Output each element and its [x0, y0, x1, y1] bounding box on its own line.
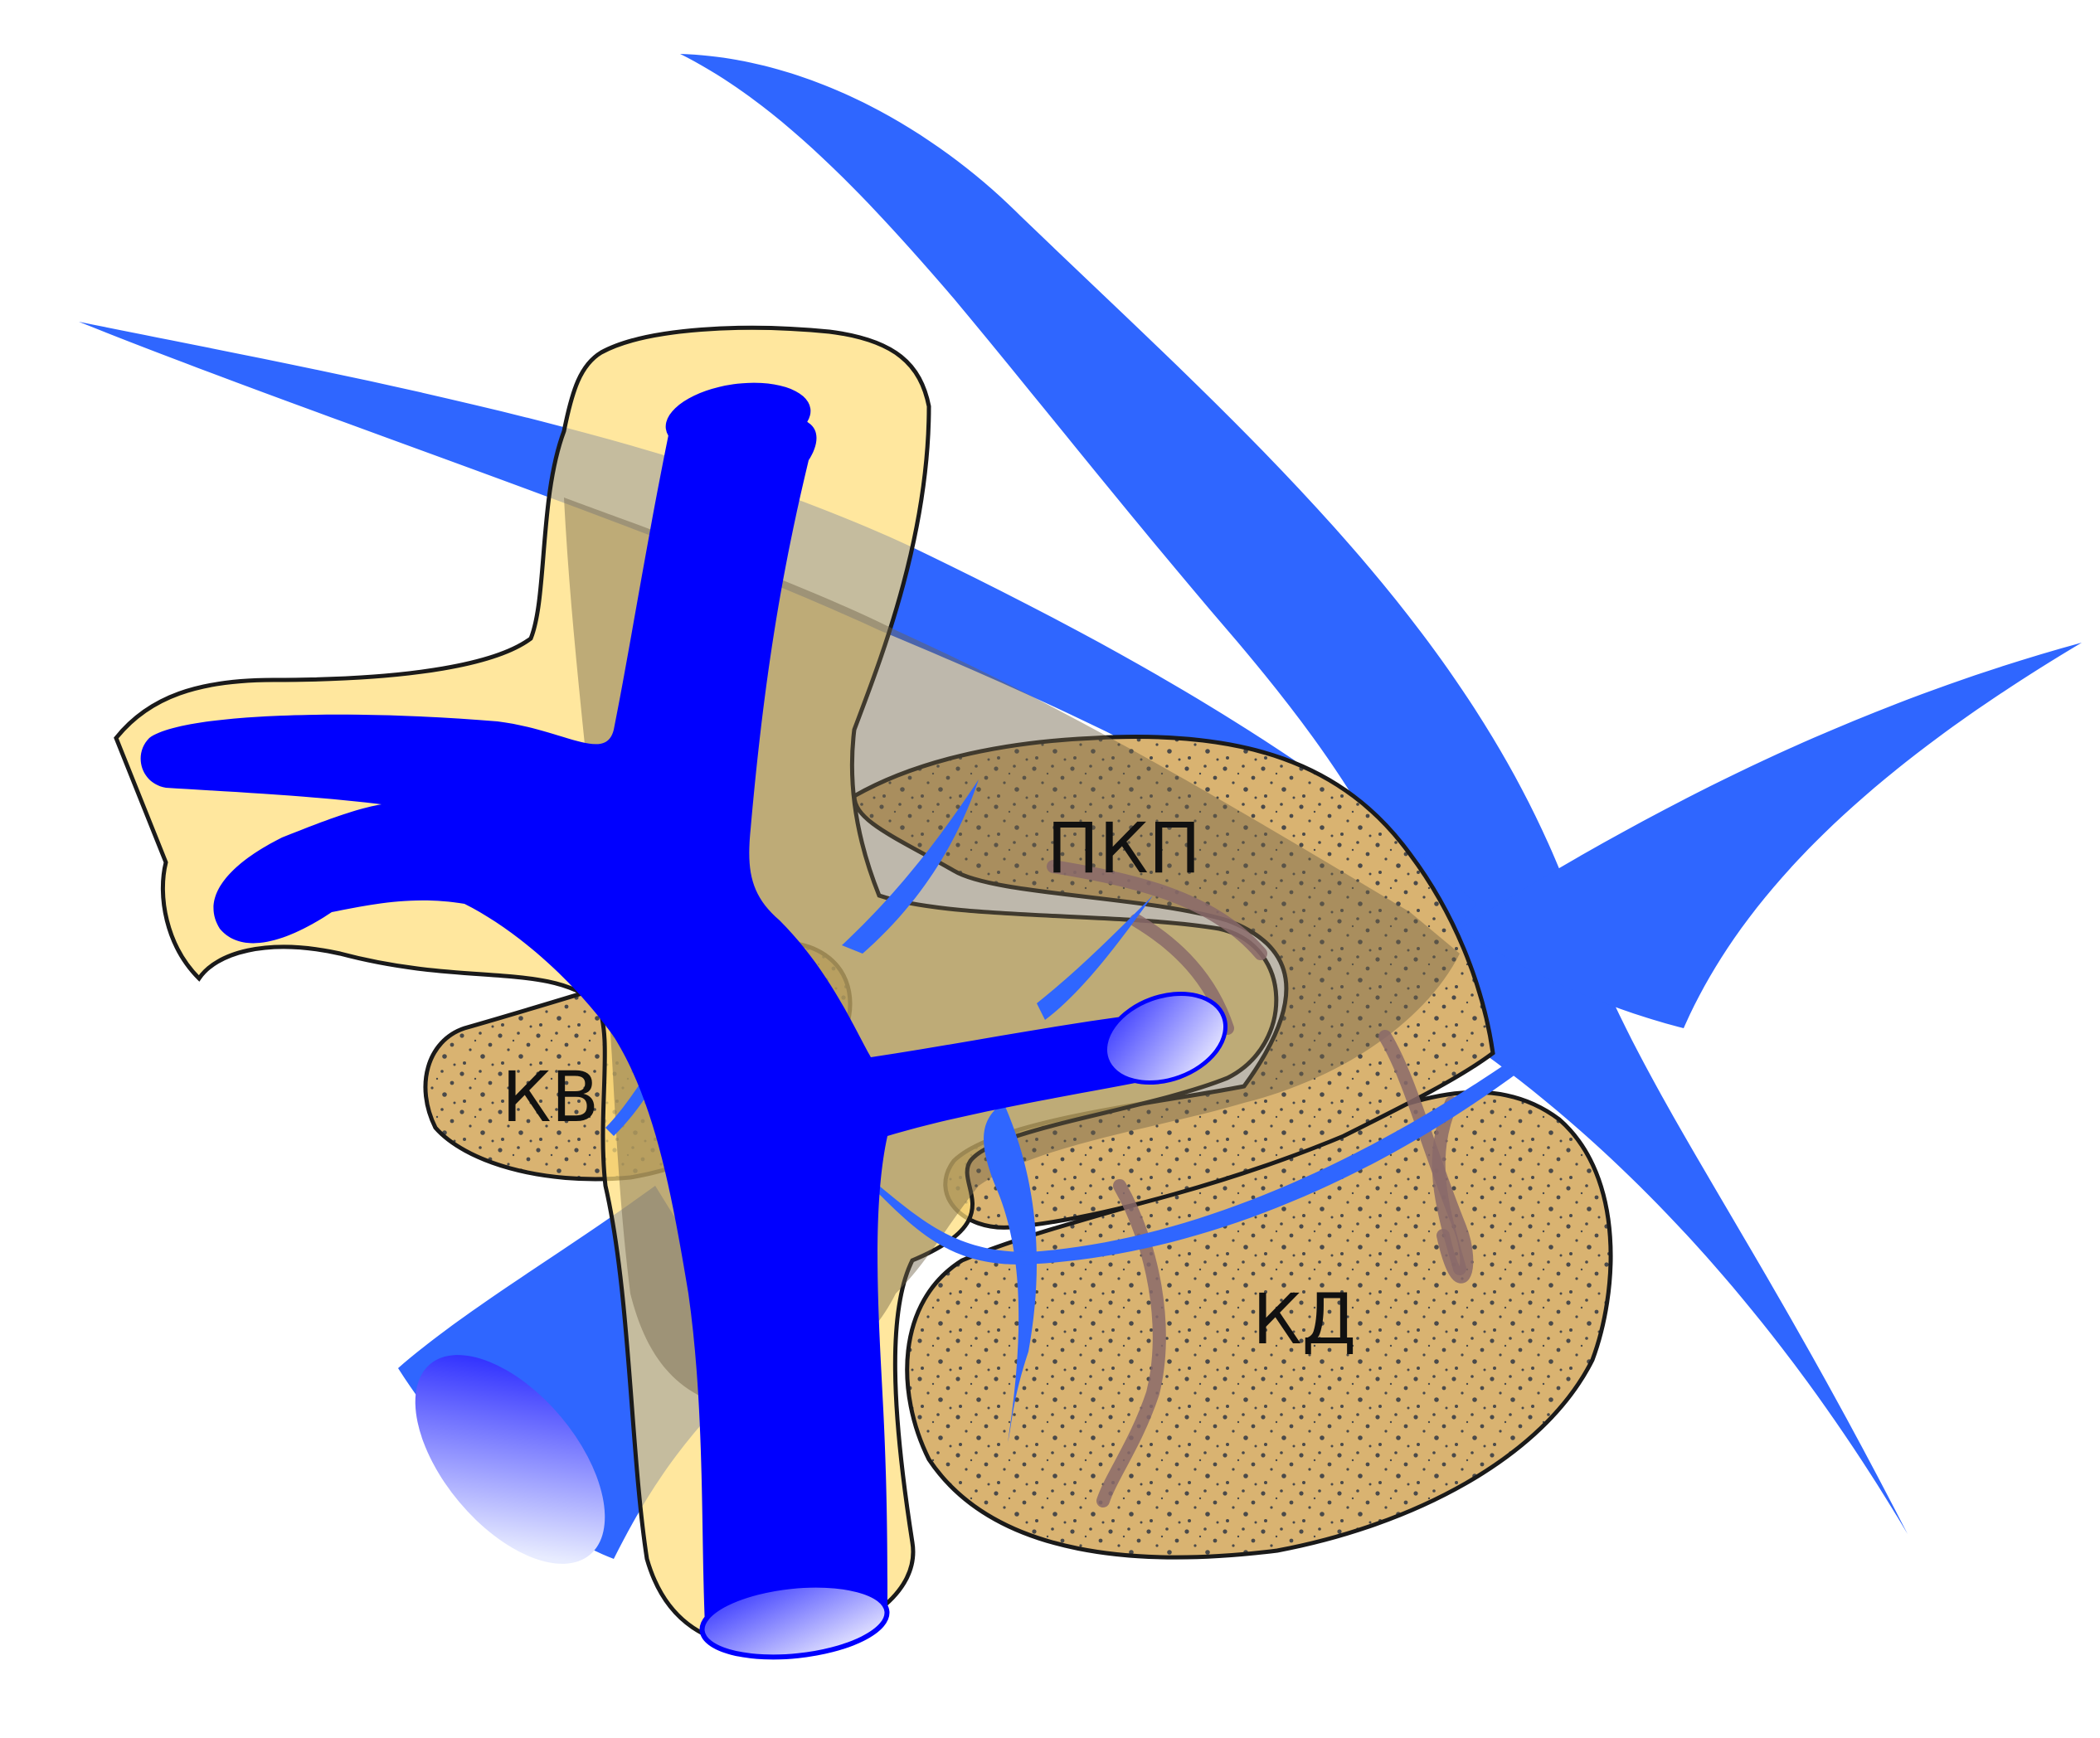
- right-cut-end: [1102, 991, 1228, 1085]
- main-vessel: [140, 382, 1228, 1660]
- top-cut-end: [665, 382, 811, 455]
- pkp-tissue: [852, 735, 1495, 1230]
- label-kv: КВ: [502, 1056, 599, 1138]
- bottom-cut-end: [699, 1582, 890, 1660]
- label-pkp: ПКП: [1047, 808, 1201, 889]
- right-branch-vessel: [1460, 643, 2082, 1028]
- label-kd: КД: [1252, 1279, 1356, 1360]
- lower-left-vessel-cut-end: [415, 1355, 605, 1564]
- main-vessel-trunk: [140, 401, 1161, 1626]
